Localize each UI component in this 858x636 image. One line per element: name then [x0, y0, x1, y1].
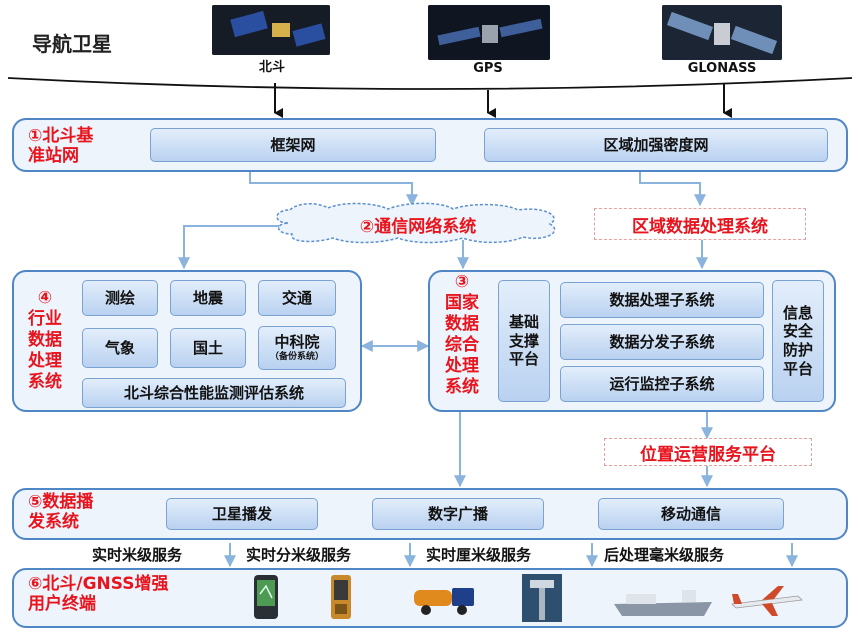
- ship-icon: [614, 590, 712, 616]
- transport-box: 交通: [258, 280, 336, 316]
- mobile-communication-box: 移动通信: [598, 498, 784, 530]
- security-platform-box: 信息 安全 防护 平台: [772, 280, 824, 402]
- industry-label: ④ 行业 数据 处理 系统: [28, 288, 62, 392]
- beidou-satellite-icon: [212, 5, 330, 55]
- airplane-icon: [731, 586, 803, 616]
- service-label-millimeter: 后处理毫米级服务: [604, 546, 725, 564]
- broadcast-label: ⑤数据播 发系统: [28, 492, 94, 533]
- meteorology-box: 气象: [82, 328, 158, 368]
- satellite-broadcast-box: 卫星播发: [166, 498, 318, 530]
- satellite-label-gps: GPS: [473, 61, 503, 76]
- arrow-regional-net: [639, 164, 706, 207]
- cas-backup-box: 中科院 （备份系统）: [258, 326, 336, 370]
- digital-broadcast-box: 数字广播: [372, 498, 544, 530]
- seismic-box: 地震: [170, 280, 246, 316]
- regional-processing-label: 区域数据处理系统: [594, 208, 806, 240]
- rugged-device-icon: [331, 575, 351, 619]
- service-label-centimeter: 实时厘米级服务: [426, 546, 532, 564]
- glonass-satellite-icon: [662, 5, 782, 60]
- data-processing-subsystem-box: 数据处理子系统: [560, 282, 764, 318]
- comm-network-label: ②通信网络系统: [359, 217, 477, 237]
- location-service-platform-label: 位置运营服务平台: [604, 438, 812, 466]
- service-label-meter: 实时米级服务: [92, 546, 183, 564]
- data-distribution-subsystem-box: 数据分发子系统: [560, 324, 764, 360]
- national-label: ③ 国家 数据 综合 处理 系统: [445, 272, 479, 397]
- arrow-comm-industry: [178, 225, 290, 270]
- operation-monitoring-subsystem-box: 运行监控子系统: [560, 366, 764, 402]
- regional-network-box: 区域加强密度网: [484, 128, 828, 162]
- evaluation-system-box: 北斗综合性能监测评估系统: [82, 378, 346, 408]
- monitoring-tower-icon: [522, 574, 562, 622]
- satellite-label-glonass: GLONASS: [687, 61, 757, 76]
- base-support-platform-box: 基础 支撑 平台: [498, 280, 550, 402]
- comm-cloud-shape: [276, 202, 556, 244]
- arrow-framework-comm: [249, 164, 418, 207]
- service-label-decimeter: 实时分米级服务: [246, 546, 352, 564]
- satellite-label-beidou: 北斗: [258, 60, 285, 75]
- framework-network-box: 框架网: [150, 128, 436, 162]
- terminal-label: ⑥北斗/GNSS增强 用户终端: [28, 574, 169, 615]
- cors-label: ①北斗基 准站网: [28, 126, 94, 167]
- surveying-box: 测绘: [82, 280, 158, 316]
- satellite-arc-line: [7, 77, 853, 90]
- land-resources-box: 国土: [170, 328, 246, 368]
- gps-satellite-icon: [428, 5, 550, 60]
- page-title: 导航卫星: [32, 32, 112, 56]
- handheld-gps-icon: [254, 575, 278, 619]
- truck-icon: [414, 588, 474, 615]
